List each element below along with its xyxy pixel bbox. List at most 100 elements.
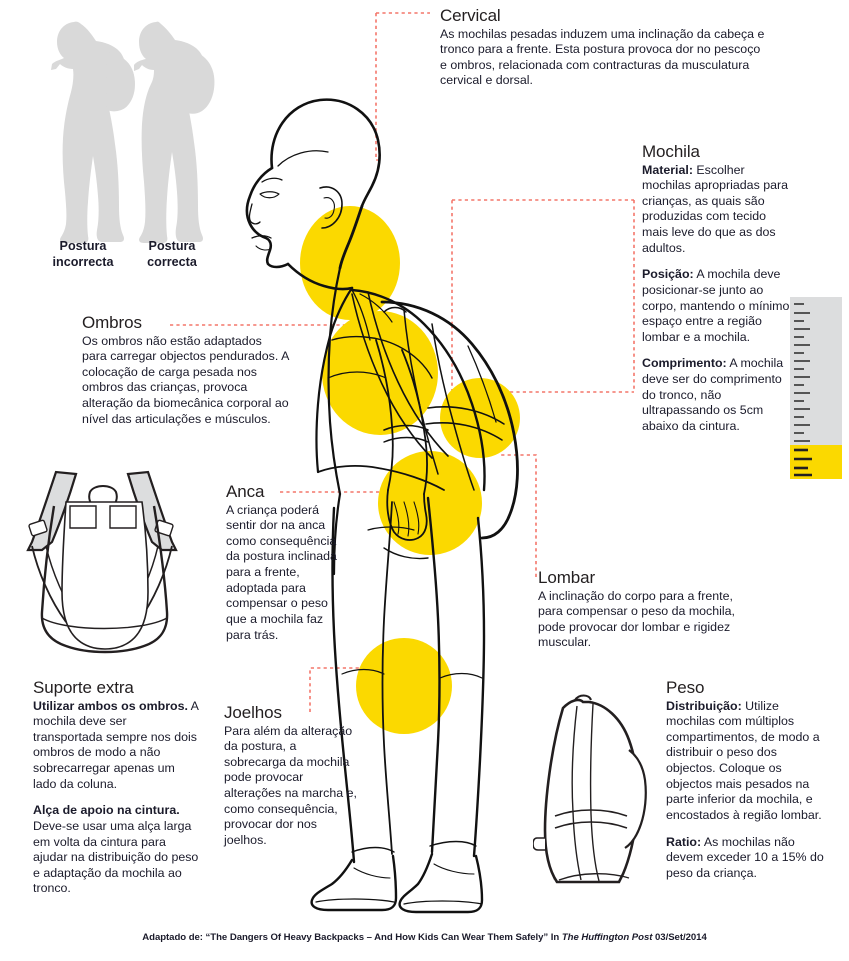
trouser-cuff-right bbox=[429, 840, 477, 847]
callout-peso-ratio: Ratio: As mochilas não devem exceder 10 … bbox=[666, 835, 826, 882]
highlight-ombros-circle bbox=[322, 311, 438, 435]
callout-cervical-title: Cervical bbox=[440, 6, 501, 25]
shoe-right-outline bbox=[398, 852, 484, 914]
hairline bbox=[277, 150, 329, 167]
callout-suporte-extra: Suporte extra Utilizar ambos os ombros. … bbox=[33, 678, 199, 897]
measuring-ruler-graphic bbox=[790, 297, 842, 479]
backpack-bottom-seam bbox=[41, 617, 168, 630]
callout-peso-distribuicao-text: Utilize mochilas com múltiplos compartim… bbox=[666, 698, 822, 822]
pocket-line bbox=[367, 526, 415, 531]
callout-anca-body: A criança poderá sentir dor na anca como… bbox=[226, 502, 337, 642]
backpack-seam-3 bbox=[467, 345, 497, 423]
callout-mochila-material: Material: Escolher mochilas apropriadas … bbox=[642, 163, 794, 257]
callout-peso: Peso Distribuição: Utilize mochilas com … bbox=[666, 678, 826, 881]
posture-incorrect-line1: Postura bbox=[59, 239, 107, 253]
highlight-anca-circle bbox=[378, 451, 482, 555]
ear-outline bbox=[319, 186, 343, 229]
shoulder-strap-back bbox=[367, 291, 449, 457]
mouth-line bbox=[251, 235, 272, 239]
ear-inner bbox=[323, 197, 335, 219]
posture-incorrect-line2: incorrecta bbox=[52, 255, 114, 270]
silhouette-correct-posture bbox=[134, 21, 215, 243]
eye-line bbox=[259, 191, 280, 199]
posture-correct-line2: correcta bbox=[147, 255, 197, 270]
backpack-seam-2 bbox=[431, 323, 475, 491]
arm-back-line bbox=[375, 339, 394, 491]
backpack-shell-outline bbox=[40, 505, 169, 654]
callout-peso-ratio-label: Ratio: bbox=[666, 834, 702, 849]
chest-fold-line bbox=[331, 335, 433, 379]
callout-lombar-body: A inclinação do corpo para a frente, par… bbox=[538, 588, 735, 650]
callout-ombros-body: Os ombros não estão adaptados para carre… bbox=[82, 333, 289, 426]
backpack-outline bbox=[380, 300, 519, 540]
strap-tail-left bbox=[31, 545, 67, 623]
shoe-left-sole bbox=[315, 898, 395, 903]
torso-fold-1 bbox=[327, 371, 387, 379]
callout-anca: Anca A criança poderá sentir dor na anca… bbox=[226, 482, 344, 643]
callout-ombros: Ombros Os ombros não estão adaptados par… bbox=[82, 313, 290, 427]
finger-line-3 bbox=[413, 501, 420, 535]
back-pad-left bbox=[69, 505, 97, 529]
nose-line bbox=[248, 203, 261, 225]
callout-suporte-extra-title: Suporte extra bbox=[33, 678, 134, 697]
trouser-left-back bbox=[331, 506, 356, 864]
backpack-handle bbox=[383, 306, 407, 313]
back-contour bbox=[327, 266, 342, 496]
head-outline bbox=[270, 98, 381, 208]
strap-adjuster-left bbox=[28, 519, 48, 537]
backpack-pocket-bottom bbox=[558, 873, 630, 881]
posture-silhouettes bbox=[30, 14, 240, 246]
callout-ombros-title: Ombros bbox=[82, 313, 142, 332]
callout-cervical-body: As mochilas pesadas induzem uma inclinaç… bbox=[440, 26, 765, 88]
callout-mochila-posicao-text: A mochila deve posicionar-se junto ao co… bbox=[642, 267, 790, 344]
trouser-left-front bbox=[381, 501, 393, 855]
callout-mochila: Mochila Material: Escolher mochilas apro… bbox=[642, 142, 794, 435]
boy-with-backpack-drawing bbox=[245, 98, 520, 914]
callout-joelhos-body: Para além da alteração da postura, a sob… bbox=[224, 723, 357, 847]
waistband-line bbox=[317, 465, 445, 491]
callout-peso-title: Peso bbox=[666, 678, 705, 697]
attribution-date: 03/Set/2014 bbox=[652, 932, 707, 943]
callout-mochila-title: Mochila bbox=[642, 142, 700, 161]
posture-incorrect-label: Postura incorrecta bbox=[40, 238, 126, 270]
callout-peso-ratio-text: As mochilas não devem exceder 10 a 15% d… bbox=[666, 834, 824, 880]
backpack-seam-1 bbox=[403, 309, 439, 475]
backpack-front-view-illustration bbox=[22, 462, 184, 662]
front-torso-line bbox=[315, 286, 354, 474]
trouser-right-back bbox=[426, 496, 441, 854]
callout-mochila-posicao-label: Posição: bbox=[642, 267, 694, 282]
back-pad-right bbox=[109, 505, 137, 529]
backpack-side-loop bbox=[533, 837, 545, 851]
callout-mochila-comprimento-label: Comprimento: bbox=[642, 356, 727, 371]
main-figure-illustration bbox=[232, 78, 562, 918]
highlight-joelhos-circle bbox=[356, 638, 452, 734]
backpack-band-lower bbox=[425, 421, 503, 441]
callout-suporte-cintura: Alça de apoio na cintura. Deve-se usar u… bbox=[33, 803, 199, 897]
backpack-side-handle bbox=[574, 694, 592, 701]
callout-mochila-material-label: Material: bbox=[642, 162, 693, 177]
callout-joelhos: Joelhos Para além da alteração da postur… bbox=[224, 703, 360, 849]
shoulder-strap-front bbox=[351, 293, 433, 459]
backpack-harness-drawing bbox=[26, 470, 178, 654]
shoe-left-lace bbox=[353, 867, 391, 879]
source-attribution: Adaptado de: “The Dangers Of Heavy Backp… bbox=[0, 932, 849, 943]
sleeve-cuff-lower bbox=[383, 436, 429, 443]
backpack-pocket-top bbox=[554, 809, 628, 817]
shoe-right-lace bbox=[433, 863, 475, 875]
attribution-source: The Huffington Post bbox=[561, 932, 653, 943]
ruler-track-gray bbox=[790, 297, 842, 445]
knee-crease-right bbox=[439, 672, 483, 679]
attribution-prefix: Adaptado de: “The Dangers Of Heavy Backp… bbox=[142, 932, 562, 943]
backpack-body-front bbox=[61, 501, 149, 650]
callout-lombar-title: Lombar bbox=[538, 568, 596, 587]
ruler-scale bbox=[790, 297, 842, 479]
finger-line-1 bbox=[393, 501, 400, 535]
callout-mochila-comprimento: Comprimento: A mochila deve ser do compr… bbox=[642, 356, 794, 434]
backpack-side-panel bbox=[624, 749, 647, 849]
arm-front-line bbox=[401, 349, 428, 495]
callout-mochila-posicao: Posição: A mochila deve posicionar-se ju… bbox=[642, 267, 794, 345]
jacket-back-outline bbox=[350, 288, 486, 492]
shoe-right-sole bbox=[403, 900, 483, 905]
face-profile bbox=[245, 166, 290, 269]
